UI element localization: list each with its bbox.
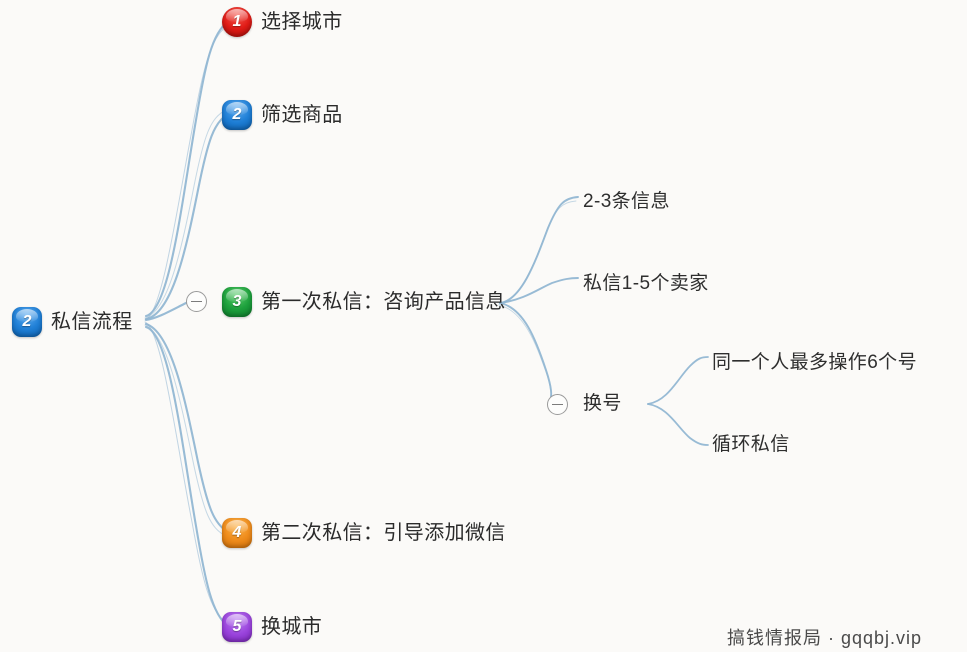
badge-switch-city: 5: [222, 612, 252, 642]
branch-hub-feather-mid-lower: [144, 324, 227, 537]
node-switch-city[interactable]: 5 换城市: [222, 612, 322, 642]
badge-filter-products: 2: [222, 100, 252, 130]
node-switch-account[interactable]: 换号: [583, 394, 622, 413]
branch-hub-feather-lower: [144, 321, 227, 623]
node-second-message[interactable]: 4 第二次私信：引导添加微信: [222, 518, 506, 548]
node-label-first-message: 第一次私信：咨询产品信息: [261, 291, 506, 313]
branch-to-cycle-message: [647, 403, 709, 446]
node-label-max-accounts: 同一个人最多操作6个号: [712, 352, 917, 373]
root-node[interactable]: 2 私信流程: [12, 307, 133, 337]
branch-to-message-count: [499, 196, 579, 304]
watermark-text: 搞钱情报局 · gqqbj.vip: [727, 628, 923, 648]
branch-to-second-message: [144, 322, 230, 534]
branch-hub-feather-upper: [144, 26, 227, 321]
node-label-switch-city: 换城市: [261, 616, 323, 638]
node-message-count[interactable]: 2-3条信息: [583, 192, 670, 211]
node-label-switch-account: 换号: [583, 393, 622, 414]
badge-number-select-city: 1: [232, 13, 242, 30]
root-node-label: 私信流程: [51, 311, 133, 333]
node-label-filter-products: 筛选商品: [261, 104, 343, 126]
root-badge-number: 2: [22, 313, 32, 330]
branch-to-seller-count: [499, 277, 579, 304]
branch-to-switch-city: [144, 325, 230, 628]
collapse-toggle-first-message-icon[interactable]: [186, 291, 207, 312]
branch-hub-feather-mid-upper: [144, 109, 227, 319]
branch-to-max-accounts: [647, 356, 709, 405]
node-label-seller-count: 私信1-5个卖家: [583, 273, 709, 294]
badge-number-first-message: 3: [232, 293, 242, 310]
badge-number-filter-products: 2: [232, 106, 242, 123]
node-label-cycle-message: 循环私信: [712, 434, 790, 455]
node-label-second-message: 第二次私信：引导添加微信: [261, 522, 506, 544]
badge-number-second-message: 4: [232, 524, 242, 541]
branch-to-filter-products: [144, 112, 230, 321]
node-cycle-message[interactable]: 循环私信: [712, 435, 790, 454]
collapse-toggle-switch-account-icon[interactable]: [547, 394, 568, 415]
node-filter-products[interactable]: 2 筛选商品: [222, 100, 343, 130]
node-select-city[interactable]: 1 选择城市: [222, 7, 343, 37]
branch-to-select-city: [144, 20, 230, 318]
branch-hub3-feather-a: [498, 200, 577, 305]
badge-number-switch-city: 5: [232, 618, 242, 635]
branch-to-first-message: [144, 301, 188, 322]
node-seller-count[interactable]: 私信1-5个卖家: [583, 274, 709, 293]
badge-select-city: 1: [222, 7, 252, 37]
node-first-message[interactable]: 3 第一次私信：咨询产品信息: [222, 287, 506, 317]
node-label-message-count: 2-3条信息: [583, 191, 670, 212]
root-badge: 2: [12, 307, 42, 337]
branch-to-switch-account: [499, 302, 553, 403]
branch-hub3-feather-b: [498, 304, 552, 405]
node-max-accounts[interactable]: 同一个人最多操作6个号: [712, 353, 917, 372]
badge-second-message: 4: [222, 518, 252, 548]
node-label-select-city: 选择城市: [261, 11, 343, 33]
badge-first-message: 3: [222, 287, 252, 317]
